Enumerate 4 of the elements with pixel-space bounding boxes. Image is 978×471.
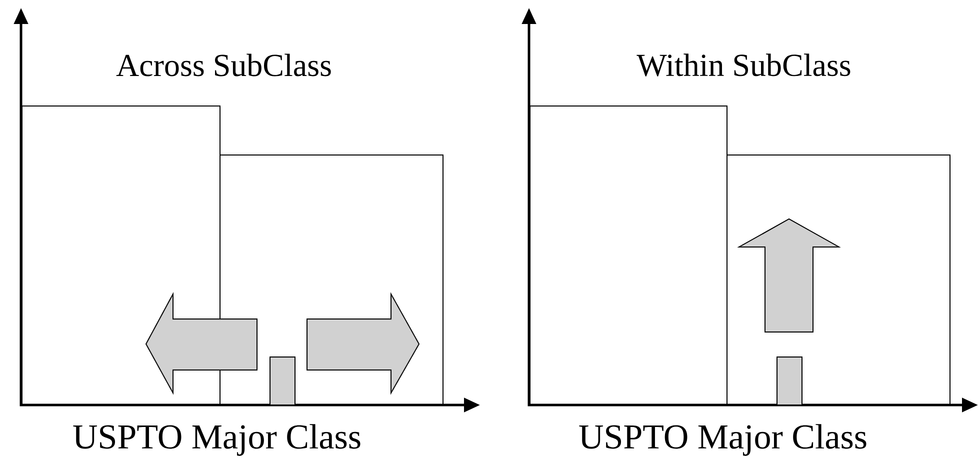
axis-label: USPTO Major Class <box>73 424 360 456</box>
panel-title: Across SubClass <box>116 54 331 76</box>
panel-title: Within SubClass <box>636 54 850 76</box>
axis-label: USPTO Major Class <box>579 424 866 456</box>
